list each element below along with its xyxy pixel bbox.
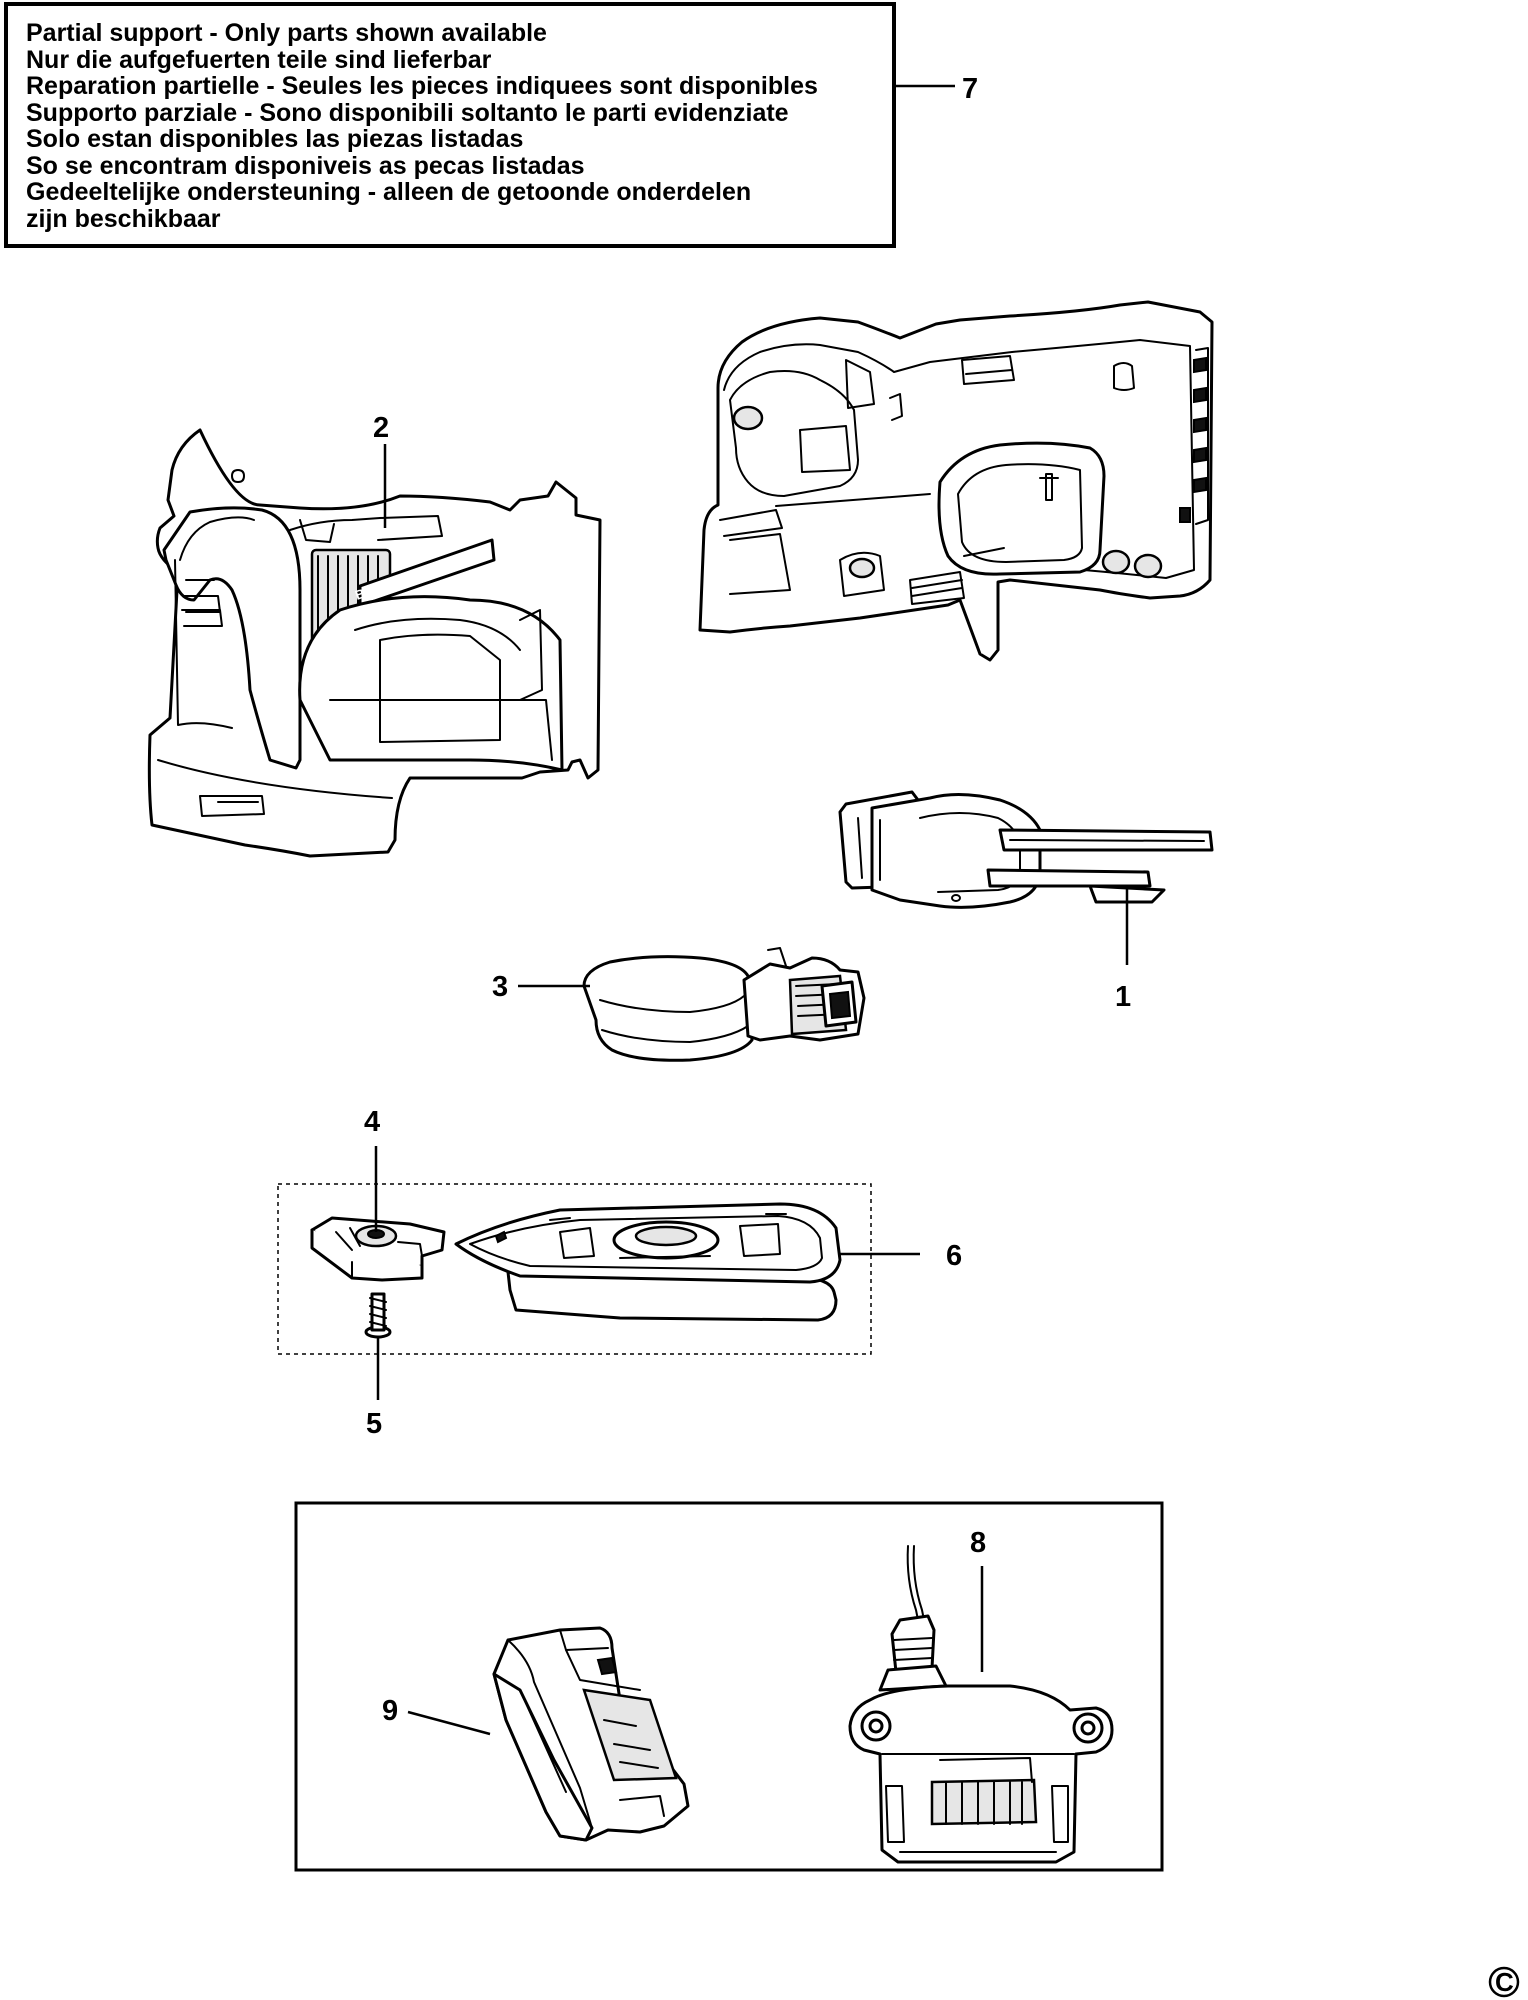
charger-part-8 (848, 1545, 1114, 1864)
callout-9: 9 (382, 1695, 398, 1727)
notice-line-es: Solo estan disponibles las piezas listad… (26, 125, 524, 153)
housing-half-part-2 (147, 428, 602, 858)
pad-clamp-part-4 (310, 1216, 446, 1282)
callout-8: 8 (970, 1527, 986, 1559)
screw-part-5 (364, 1292, 392, 1339)
battery-pack-part-9 (492, 1626, 690, 1842)
notice-line-it: Supporto parziale - Sono disponibili sol… (26, 98, 789, 127)
partial-support-notice: Partial support - Only parts shown avail… (4, 2, 896, 248)
callout-1: 1 (1115, 981, 1131, 1013)
battery-charger-box (294, 1501, 1164, 1872)
callout-6: 6 (946, 1240, 962, 1272)
leader-9 (407, 1710, 491, 1736)
callout-7: 7 (962, 73, 978, 105)
switch-assembly-part-1 (838, 790, 1214, 909)
callout-2: 2 (373, 412, 389, 444)
notice-line-nl-1: Gedeeltelijke ondersteuning - alleen de … (26, 178, 752, 206)
callout-5: 5 (366, 1408, 382, 1440)
sanding-base-kit-group (277, 1183, 872, 1355)
housing-half-part-7 (698, 300, 1214, 662)
notice-line-nl-2: zijn beschikbaar (26, 204, 221, 233)
copyright-symbol (1488, 1966, 1520, 1998)
notice-line-de: Nur die aufgefuerten teile sind lieferba… (26, 45, 492, 74)
fan-baffle-part-3 (582, 947, 866, 1062)
callout-4: 4 (364, 1106, 380, 1138)
callout-3: 3 (492, 971, 508, 1003)
sanding-base-part-6 (454, 1202, 842, 1322)
copyright-letter: C (1495, 1967, 1514, 1997)
notice-line-fr: Reparation partielle - Seules les pieces… (26, 72, 818, 100)
notice-line-en: Partial support - Only parts shown avail… (26, 19, 547, 47)
notice-line-pt: So se encontram disponiveis as pecas lis… (26, 151, 585, 180)
